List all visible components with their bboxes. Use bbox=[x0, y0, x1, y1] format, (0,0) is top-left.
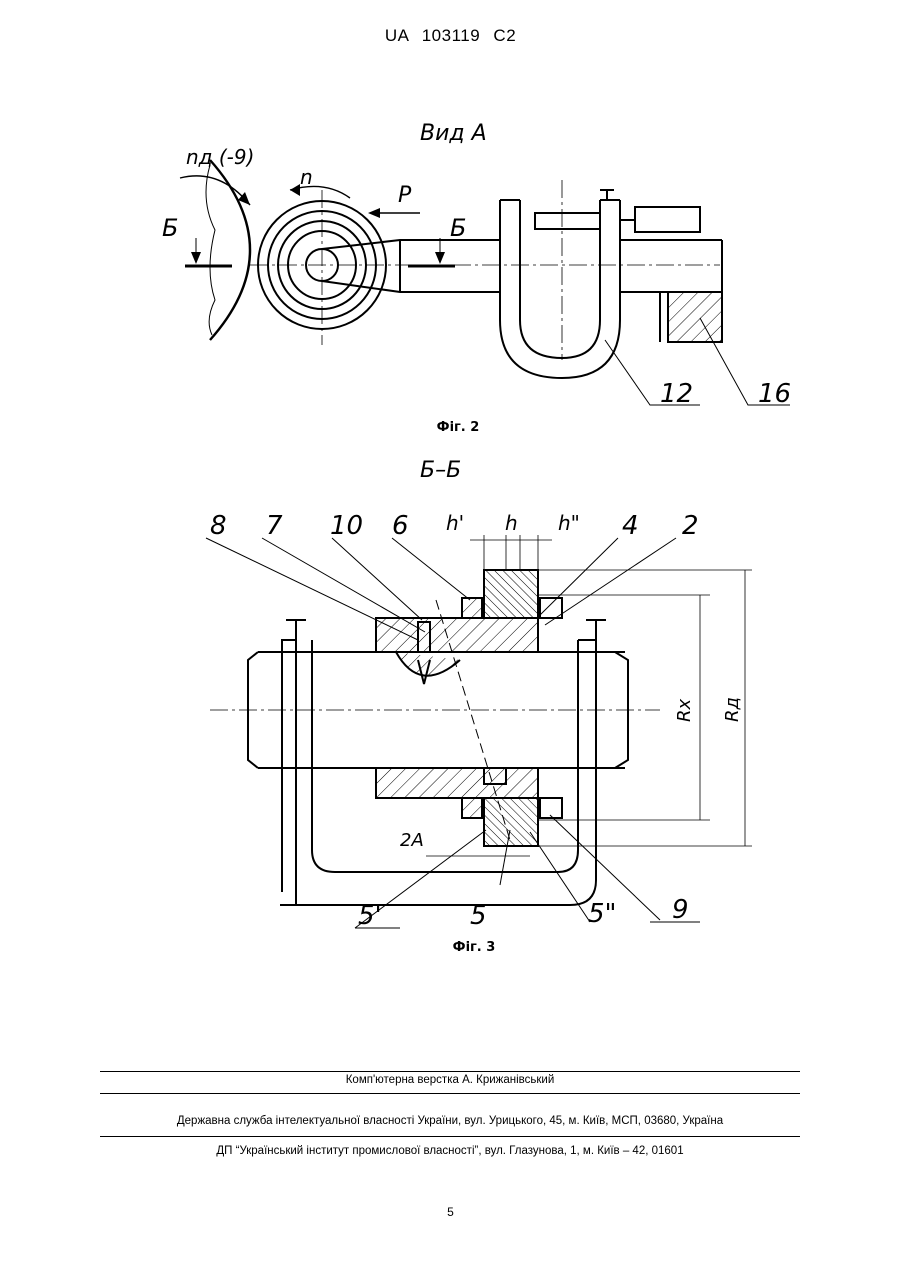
label-ref-2: 2 bbox=[682, 511, 699, 541]
label-p: P bbox=[398, 183, 412, 208]
figure-3-drawing: Б–Б 8 7 10 6 h' h h" 4 2 Rx Rд 2A 5' 5 5… bbox=[0, 440, 901, 940]
label-ref-5-prime: 5' bbox=[358, 901, 382, 931]
page-number: 5 bbox=[0, 1205, 901, 1219]
label-ref-12: 12 bbox=[660, 379, 693, 409]
label-n: n bbox=[300, 165, 313, 189]
label-ref-9: 9 bbox=[672, 895, 689, 925]
label-ref-7: 7 bbox=[266, 511, 283, 541]
label-rx: Rx bbox=[674, 698, 695, 722]
label-h-prime: h' bbox=[446, 511, 464, 535]
figure-2-drawing: Вид А nд (-9) n P Б Б 12 16 bbox=[0, 0, 901, 440]
label-2a: 2A bbox=[400, 830, 424, 851]
label-b-left: Б bbox=[162, 214, 178, 242]
footer-rule-1 bbox=[100, 1071, 800, 1072]
label-nd: nд (-9) bbox=[186, 145, 254, 169]
label-ref-10: 10 bbox=[330, 511, 363, 541]
label-ref-5-double-prime: 5" bbox=[588, 899, 617, 929]
label-ref-6: 6 bbox=[392, 511, 409, 541]
footer-typesetting: Комп'ютерна верстка А. Крижанівський bbox=[100, 1074, 800, 1086]
label-ref-5: 5 bbox=[470, 901, 487, 931]
label-rd: Rд bbox=[722, 697, 743, 722]
figure-3-caption: Фіг. 3 bbox=[374, 940, 574, 955]
label-ref-16: 16 bbox=[758, 379, 791, 409]
label-b-right: Б bbox=[450, 214, 466, 242]
footer-institute: ДП “Український інститут промислової вла… bbox=[100, 1145, 800, 1157]
footer-agency: Державна служба інтелектуальної власност… bbox=[100, 1115, 800, 1127]
label-h-double-prime: h" bbox=[558, 511, 580, 535]
label-ref-4: 4 bbox=[622, 511, 639, 541]
figure-2-caption: Фіг. 2 bbox=[358, 420, 558, 435]
footer-rule-3 bbox=[100, 1136, 800, 1137]
view-a-title: Вид А bbox=[420, 121, 487, 146]
label-h: h bbox=[505, 511, 518, 535]
section-bb-title: Б–Б bbox=[420, 458, 461, 483]
footer-rule-2 bbox=[100, 1093, 800, 1094]
label-ref-8: 8 bbox=[210, 511, 227, 541]
